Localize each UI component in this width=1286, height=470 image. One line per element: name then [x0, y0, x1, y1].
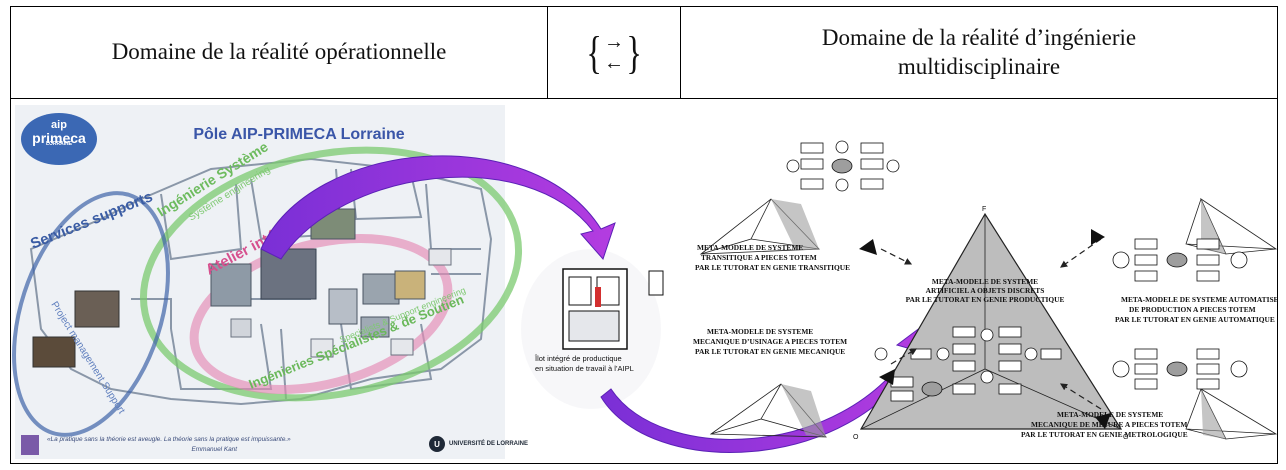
- universite-lorraine-logo: U UNIVERSITÉ DE LORRAINE: [429, 436, 528, 452]
- svg-text:META-MODELE DE SYSTEME: META-MODELE DE SYSTEME: [707, 327, 813, 336]
- svg-text:PAR LE TUTORAT EN GENIE TRANSI: PAR LE TUTORAT EN GENIE TRANSITIQUE: [695, 263, 850, 272]
- engineering-domain-label: Domaine de la réalité d’ingénierie multi…: [821, 24, 1137, 79]
- svg-text:G: G: [1123, 434, 1128, 441]
- header-operational-domain: Domaine de la réalité opérationnelle: [11, 7, 548, 99]
- header-engineering-domain: Domaine de la réalité d’ingénierie multi…: [681, 7, 1277, 99]
- svg-text:META-MODELE DE SYSTEME: META-MODELE DE SYSTEME: [932, 277, 1038, 286]
- illustration-row: aip LORRAINE primeca Pôle AIP-PRIMECA Lo…: [11, 99, 1279, 463]
- illustration: aip LORRAINE primeca Pôle AIP-PRIMECA Lo…: [12, 105, 1279, 459]
- operational-domain-label: Domaine de la réalité opérationnelle: [111, 39, 447, 65]
- svg-text:ARTIFICIEL A OBJETS DISCRETS: ARTIFICIEL A OBJETS DISCRETS: [926, 286, 1045, 295]
- ilot-caption-line2: en situation de travail à l’AIPL: [535, 364, 634, 373]
- ilot-caption-line1: Îlot intégré de productique: [534, 354, 622, 363]
- svg-text:LORRAINE: LORRAINE: [46, 141, 73, 147]
- svg-text:MECANIQUE D’USINAGE A PIECES T: MECANIQUE D’USINAGE A PIECES TOTEM: [693, 337, 847, 346]
- svg-text:PAR LE TUTORAT EN GENIE METROL: PAR LE TUTORAT EN GENIE METROLOGIQUE: [1021, 430, 1188, 439]
- svg-text:META-MODELE DE SYSTEME AUTOMAT: META-MODELE DE SYSTEME AUTOMATISE: [1121, 295, 1277, 304]
- svg-text:PAR LE TUTORAT EN GENIE AUTOMA: PAR LE TUTORAT EN GENIE AUTOMATIQUE: [1115, 315, 1275, 324]
- svg-text:PAR LE TUTORAT EN GENIE MECANI: PAR LE TUTORAT EN GENIE MECANIQUE: [695, 347, 845, 356]
- header-bidirectional-symbol: { →← }: [548, 7, 681, 99]
- purple-arrow-top: [260, 155, 616, 260]
- svg-text:PAR LE TUTORAT EN GENIE PRODUC: PAR LE TUTORAT EN GENIE PRODUCTIQUE: [906, 295, 1065, 304]
- svg-text:O: O: [853, 434, 859, 441]
- svg-text:DE PRODUCTION A PIECES TOTEM: DE PRODUCTION A PIECES TOTEM: [1129, 305, 1256, 314]
- svg-text:primeca: primeca: [32, 130, 86, 146]
- svg-text:aip: aip: [51, 119, 67, 131]
- svg-text:UNIVERSITÉ DE LORRAINE: UNIVERSITÉ DE LORRAINE: [449, 439, 528, 447]
- kant-quote: «La pratique sans la théorie est aveugle…: [47, 436, 291, 443]
- svg-text:META-MODELE DE SYSTEME: META-MODELE DE SYSTEME: [697, 243, 803, 252]
- bidirectional-arrows-icon: { →← }: [586, 26, 642, 78]
- svg-text:F: F: [982, 206, 986, 213]
- svg-text:U: U: [434, 440, 440, 449]
- svg-text:MECANIQUE DE MESURE A PIECES T: MECANIQUE DE MESURE A PIECES TOTEM: [1031, 420, 1187, 429]
- aip-primeca-logo: aip LORRAINE primeca: [21, 113, 97, 165]
- ilot-integre: Îlot intégré de productique en situation…: [521, 249, 664, 409]
- kant-author: Emmanuel Kant: [192, 446, 238, 453]
- aip-primeca-title: Pôle AIP-PRIMECA Lorraine: [193, 126, 404, 143]
- comparison-table: Domaine de la réalité opérationnelle { →…: [10, 6, 1279, 464]
- meta-model-diagram: F O G META-MODELE DE SYSTEME ARTIFICIEL …: [693, 140, 1279, 441]
- svg-text:TRANSITIQUE A PIECES TOTEM: TRANSITIQUE A PIECES TOTEM: [701, 253, 817, 262]
